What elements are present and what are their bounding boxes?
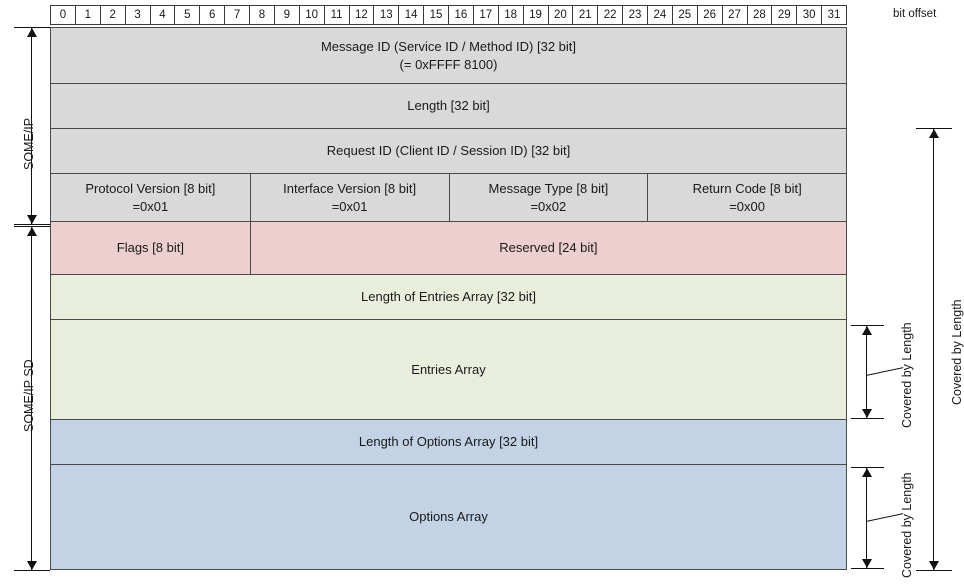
- cell-entries-array: Entries Array: [51, 320, 846, 419]
- bracket-options-label: Covered by Length: [900, 472, 914, 578]
- options-array-title: Options Array: [409, 509, 488, 525]
- row-flags-reserved: Flags [8 bit] Reserved [24 bit]: [51, 222, 846, 275]
- protocol-version-title: Protocol Version [8 bit]: [85, 180, 216, 196]
- cell-flags: Flags [8 bit]: [51, 222, 250, 274]
- bit-offset-cell-13: 13: [374, 5, 400, 25]
- cell-protocol-version: Protocol Version [8 bit] =0x01: [51, 174, 250, 221]
- bracket-entries-label: Covered by Length: [900, 322, 914, 428]
- row-entries-array: Entries Array: [51, 320, 846, 420]
- bit-offset-cell-27: 27: [722, 5, 748, 25]
- row-versions: Protocol Version [8 bit] =0x01 Interface…: [51, 174, 846, 222]
- bracket-total-label: Covered by Length: [950, 299, 964, 405]
- bit-offset-cell-6: 6: [200, 5, 226, 25]
- bit-offset-cell-28: 28: [747, 5, 773, 25]
- entries-array-title: Entries Array: [411, 361, 486, 377]
- row-length-of-options: Length of Options Array [32 bit]: [51, 420, 846, 465]
- bracket-someip-sd-label: SOME/IP SD: [22, 359, 36, 432]
- interface-version-title: Interface Version [8 bit]: [283, 180, 417, 196]
- bit-offset-cell-30: 30: [797, 5, 823, 25]
- bit-offset-cell-16: 16: [449, 5, 474, 25]
- message-id-title: Message ID (Service ID / Method ID) [32 …: [320, 38, 577, 54]
- cell-options-array: Options Array: [51, 465, 846, 569]
- length-of-entries-title: Length of Entries Array [32 bit]: [361, 289, 536, 305]
- cell-message-id: Message ID (Service ID / Method ID) [32 …: [51, 28, 846, 83]
- bracket-someip-label: SOME/IP: [22, 117, 36, 170]
- row-length-of-entries: Length of Entries Array [32 bit]: [51, 275, 846, 320]
- length-title: Length [32 bit]: [407, 98, 490, 114]
- bit-offset-cell-26: 26: [697, 5, 723, 25]
- cell-reserved: Reserved [24 bit]: [249, 222, 846, 274]
- bit-offset-cell-24: 24: [648, 5, 673, 25]
- bit-offset-cell-9: 9: [274, 5, 300, 25]
- cell-message-type: Message Type [8 bit] =0x02: [448, 174, 648, 221]
- bit-offset-cell-19: 19: [523, 5, 549, 25]
- request-id-title: Request ID (Client ID / Session ID) [32 …: [326, 143, 571, 159]
- bit-offset-cell-3: 3: [125, 5, 151, 25]
- bit-offset-cell-20: 20: [548, 5, 574, 25]
- bit-offset-cell-25: 25: [672, 5, 698, 25]
- length-of-options-title: Length of Options Array [32 bit]: [358, 434, 539, 450]
- bit-offset-cell-18: 18: [498, 5, 524, 25]
- row-message-id: Message ID (Service ID / Method ID) [32 …: [51, 28, 846, 84]
- bit-offset-cell-14: 14: [399, 5, 425, 25]
- flags-title: Flags [8 bit]: [116, 240, 184, 256]
- row-request-id: Request ID (Client ID / Session ID) [32 …: [51, 129, 846, 174]
- bit-offset-cell-31: 31: [822, 5, 847, 25]
- bit-offset-cell-0: 0: [50, 5, 76, 25]
- message-type-value: =0x02: [530, 198, 567, 214]
- bit-offset-cell-15: 15: [424, 5, 449, 25]
- interface-version-value: =0x01: [331, 198, 368, 214]
- row-options-array: Options Array: [51, 465, 846, 569]
- return-code-value: =0x00: [729, 198, 766, 214]
- bit-offset-cell-12: 12: [349, 5, 375, 25]
- bit-offset-label: bit offset: [893, 8, 937, 20]
- packet-structure-table: Message ID (Service ID / Method ID) [32 …: [50, 27, 847, 570]
- bit-offset-cell-21: 21: [573, 5, 599, 25]
- cell-length: Length [32 bit]: [51, 84, 846, 128]
- bit-offset-cell-22: 22: [598, 5, 624, 25]
- cell-interface-version: Interface Version [8 bit] =0x01: [249, 174, 449, 221]
- protocol-version-value: =0x01: [132, 198, 169, 214]
- bit-offset-cell-29: 29: [772, 5, 798, 25]
- bit-offset-cell-11: 11: [324, 5, 350, 25]
- cell-length-of-options: Length of Options Array [32 bit]: [51, 420, 846, 464]
- bit-offset-cell-23: 23: [623, 5, 648, 25]
- cell-return-code: Return Code [8 bit] =0x00: [647, 174, 846, 221]
- cell-length-of-entries: Length of Entries Array [32 bit]: [51, 275, 846, 319]
- bit-offset-cell-1: 1: [75, 5, 101, 25]
- bit-offset-cell-7: 7: [225, 5, 250, 25]
- row-length: Length [32 bit]: [51, 84, 846, 129]
- bit-offset-cell-4: 4: [150, 5, 176, 25]
- message-id-value: (= 0xFFFF 8100): [399, 56, 498, 72]
- cell-request-id: Request ID (Client ID / Session ID) [32 …: [51, 129, 846, 173]
- bit-offset-cell-17: 17: [473, 5, 499, 25]
- bit-offset-cell-8: 8: [250, 5, 275, 25]
- reserved-title: Reserved [24 bit]: [499, 240, 598, 256]
- return-code-title: Return Code [8 bit]: [692, 180, 802, 196]
- bit-offset-cell-5: 5: [175, 5, 201, 25]
- bit-offset-cell-10: 10: [299, 5, 325, 25]
- message-type-title: Message Type [8 bit]: [488, 180, 609, 196]
- bit-offset-cell-2: 2: [100, 5, 126, 25]
